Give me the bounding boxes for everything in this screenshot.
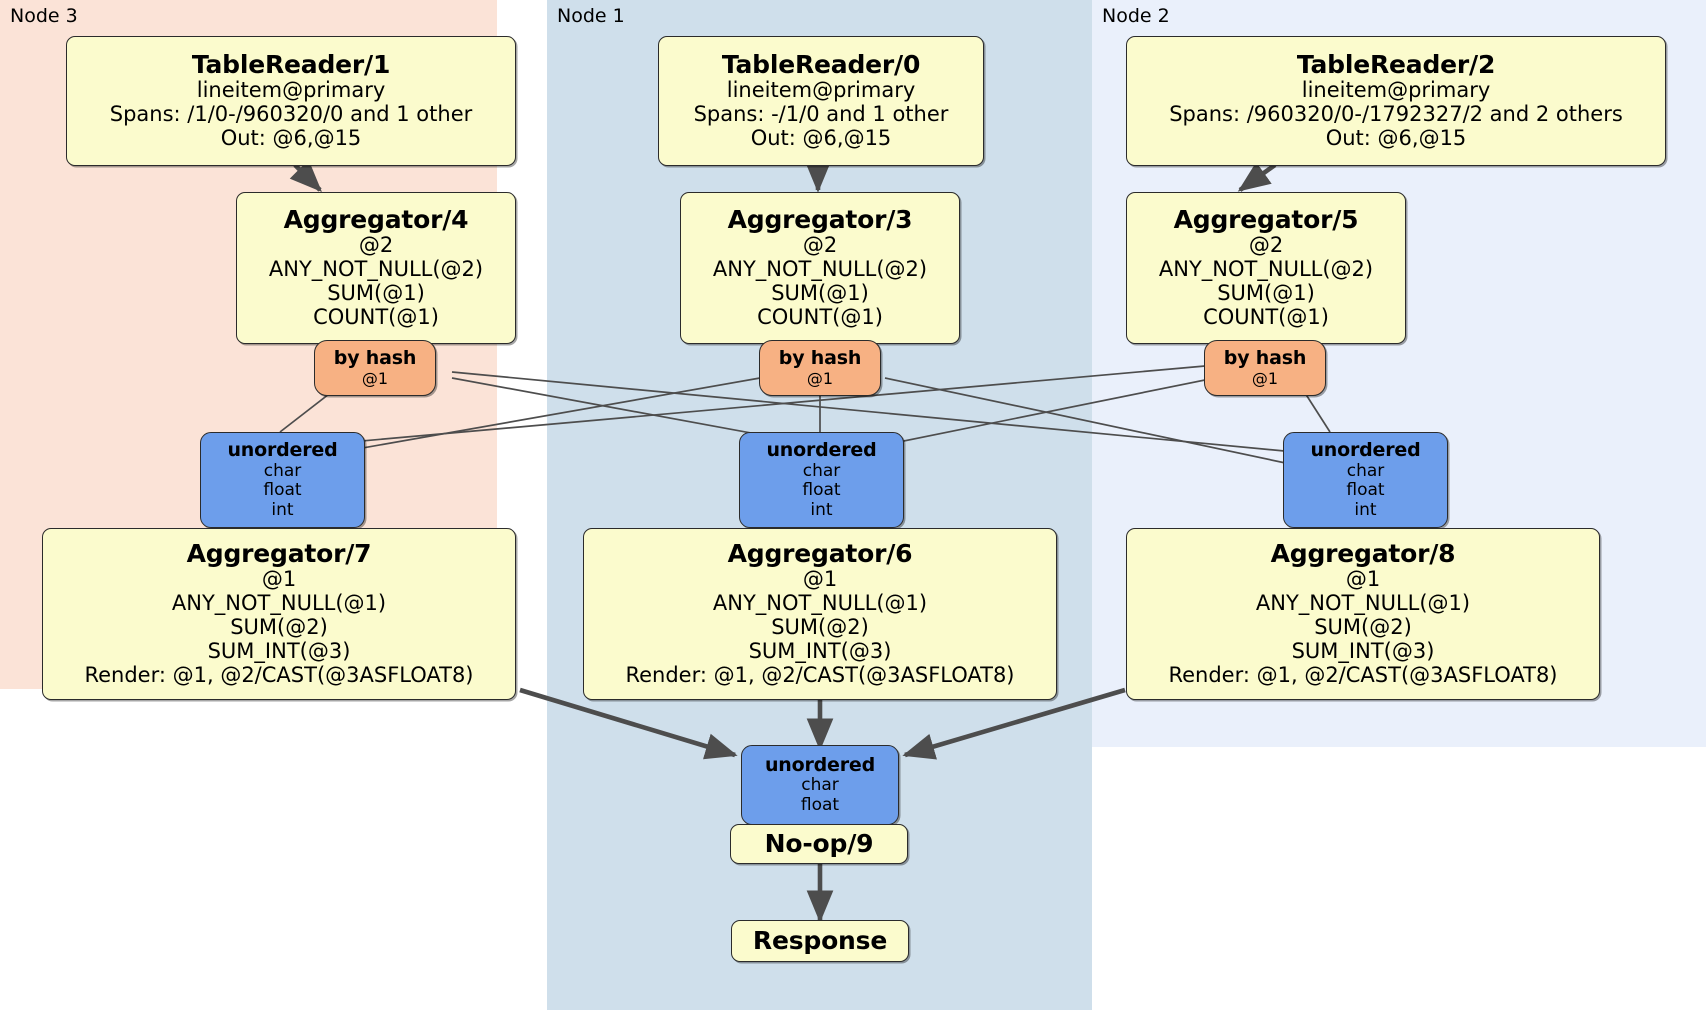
node-detail-line: ANY_NOT_NULL(@1) bbox=[712, 591, 928, 616]
node-detail-line: COUNT(@1) bbox=[1203, 305, 1329, 330]
node-detail-line: Spans: /960320/0-/1792327/2 and 2 others bbox=[1169, 102, 1623, 127]
node-panel-label-node3: Node 3 bbox=[10, 5, 78, 27]
node-detail-line: SUM(@2) bbox=[230, 615, 328, 640]
node-aggregator-8[interactable]: Aggregator/8 @1 ANY_NOT_NULL(@1) SUM(@2)… bbox=[1126, 528, 1600, 700]
node-title: Aggregator/8 bbox=[1270, 538, 1456, 568]
node-detail-line: @1 bbox=[806, 368, 834, 388]
node-detail-line: Out: @6,@15 bbox=[220, 126, 362, 151]
node-aggregator-7[interactable]: Aggregator/7 @1 ANY_NOT_NULL(@1) SUM(@2)… bbox=[42, 528, 516, 700]
node-title: by hash bbox=[1223, 347, 1307, 370]
node-sync-unordered-left[interactable]: unordered char float int bbox=[200, 432, 365, 528]
node-table-reader-1[interactable]: TableReader/1 lineitem@primary Spans: /1… bbox=[66, 36, 516, 166]
node-detail-line: lineitem@primary bbox=[726, 78, 916, 103]
node-detail-line: Out: @6,@15 bbox=[1325, 126, 1467, 151]
node-aggregator-5[interactable]: Aggregator/5 @2 ANY_NOT_NULL(@2) SUM(@1)… bbox=[1126, 192, 1406, 344]
node-detail-line: SUM(@1) bbox=[771, 281, 869, 306]
node-router-by-hash-right[interactable]: by hash @1 bbox=[1204, 340, 1326, 396]
node-title: Aggregator/5 bbox=[1173, 204, 1359, 234]
node-detail-line: Render: @1, @2/CAST(@3ASFLOAT8) bbox=[1168, 663, 1558, 688]
node-detail-line: float bbox=[800, 794, 840, 815]
node-title: TableReader/0 bbox=[721, 49, 921, 79]
node-title: No-op/9 bbox=[764, 828, 874, 858]
node-detail-line: SUM(@2) bbox=[771, 615, 869, 640]
node-detail-line: @1 bbox=[802, 567, 838, 592]
node-detail-line: Spans: -/1/0 and 1 other bbox=[693, 102, 949, 127]
node-detail-line: @1 bbox=[361, 368, 389, 388]
node-title: Response bbox=[752, 925, 888, 955]
node-detail-line: Render: @1, @2/CAST(@3ASFLOAT8) bbox=[625, 663, 1015, 688]
node-detail-line: @1 bbox=[1345, 567, 1381, 592]
node-noop-9[interactable]: No-op/9 bbox=[730, 824, 908, 864]
node-detail-line: ANY_NOT_NULL(@2) bbox=[268, 257, 484, 282]
node-detail-line: ANY_NOT_NULL(@2) bbox=[712, 257, 928, 282]
node-aggregator-3[interactable]: Aggregator/3 @2 ANY_NOT_NULL(@2) SUM(@1)… bbox=[680, 192, 960, 344]
node-detail-line: @2 bbox=[358, 233, 394, 258]
node-detail-line: ANY_NOT_NULL(@1) bbox=[171, 591, 387, 616]
node-title: Aggregator/7 bbox=[186, 538, 372, 568]
node-detail-line: SUM_INT(@3) bbox=[748, 639, 892, 664]
node-detail-line: SUM_INT(@3) bbox=[207, 639, 351, 664]
node-detail-line: ANY_NOT_NULL(@2) bbox=[1158, 257, 1374, 282]
node-router-by-hash-left[interactable]: by hash @1 bbox=[314, 340, 436, 396]
node-detail-line: @1 bbox=[261, 567, 297, 592]
node-detail-line: COUNT(@1) bbox=[757, 305, 883, 330]
node-detail-line: @2 bbox=[802, 233, 838, 258]
node-detail-line: COUNT(@1) bbox=[313, 305, 439, 330]
node-title: by hash bbox=[333, 347, 417, 370]
node-detail-line: Out: @6,@15 bbox=[750, 126, 892, 151]
node-detail-line: char bbox=[1346, 460, 1385, 481]
node-detail-line: lineitem@primary bbox=[1301, 78, 1491, 103]
node-detail-line: int bbox=[271, 499, 294, 520]
node-title: Aggregator/3 bbox=[727, 204, 913, 234]
node-detail-line: Spans: /1/0-/960320/0 and 1 other bbox=[109, 102, 473, 127]
node-detail-line: SUM(@1) bbox=[1217, 281, 1315, 306]
node-sync-unordered-right[interactable]: unordered char float int bbox=[1283, 432, 1448, 528]
node-title: Aggregator/4 bbox=[283, 204, 469, 234]
node-aggregator-4[interactable]: Aggregator/4 @2 ANY_NOT_NULL(@2) SUM(@1)… bbox=[236, 192, 516, 344]
node-sync-unordered-center[interactable]: unordered char float int bbox=[739, 432, 904, 528]
node-detail-line: char bbox=[263, 460, 302, 481]
node-panel-label-node2: Node 2 bbox=[1102, 5, 1170, 27]
node-sync-unordered-final[interactable]: unordered char float bbox=[741, 745, 899, 825]
node-title: unordered bbox=[1310, 439, 1421, 462]
node-title: unordered bbox=[764, 753, 876, 776]
node-panel-label-node1: Node 1 bbox=[557, 5, 625, 27]
node-title: unordered bbox=[766, 439, 877, 462]
node-detail-line: SUM_INT(@3) bbox=[1291, 639, 1435, 664]
node-detail-line: int bbox=[1354, 499, 1377, 520]
node-detail-line: lineitem@primary bbox=[196, 78, 386, 103]
node-aggregator-6[interactable]: Aggregator/6 @1 ANY_NOT_NULL(@1) SUM(@2)… bbox=[583, 528, 1057, 700]
node-title: unordered bbox=[227, 439, 338, 462]
node-detail-line: @1 bbox=[1251, 368, 1279, 388]
node-detail-line: ANY_NOT_NULL(@1) bbox=[1255, 591, 1471, 616]
node-router-by-hash-center[interactable]: by hash @1 bbox=[759, 340, 881, 396]
node-title: by hash bbox=[778, 347, 862, 370]
node-detail-line: SUM(@1) bbox=[327, 281, 425, 306]
node-detail-line: @2 bbox=[1248, 233, 1284, 258]
node-detail-line: char bbox=[802, 460, 841, 481]
node-table-reader-2[interactable]: TableReader/2 lineitem@primary Spans: /9… bbox=[1126, 36, 1666, 166]
node-detail-line: int bbox=[810, 499, 833, 520]
node-detail-line: Render: @1, @2/CAST(@3ASFLOAT8) bbox=[84, 663, 474, 688]
node-title: TableReader/2 bbox=[1296, 49, 1496, 79]
node-table-reader-0[interactable]: TableReader/0 lineitem@primary Spans: -/… bbox=[658, 36, 984, 166]
node-title: Aggregator/6 bbox=[727, 538, 913, 568]
node-detail-line: char bbox=[801, 775, 839, 796]
node-detail-line: float bbox=[802, 480, 841, 501]
node-response[interactable]: Response bbox=[731, 920, 909, 962]
node-detail-line: SUM(@2) bbox=[1314, 615, 1412, 640]
node-detail-line: float bbox=[1346, 480, 1385, 501]
node-title: TableReader/1 bbox=[191, 49, 391, 79]
node-detail-line: float bbox=[263, 480, 302, 501]
